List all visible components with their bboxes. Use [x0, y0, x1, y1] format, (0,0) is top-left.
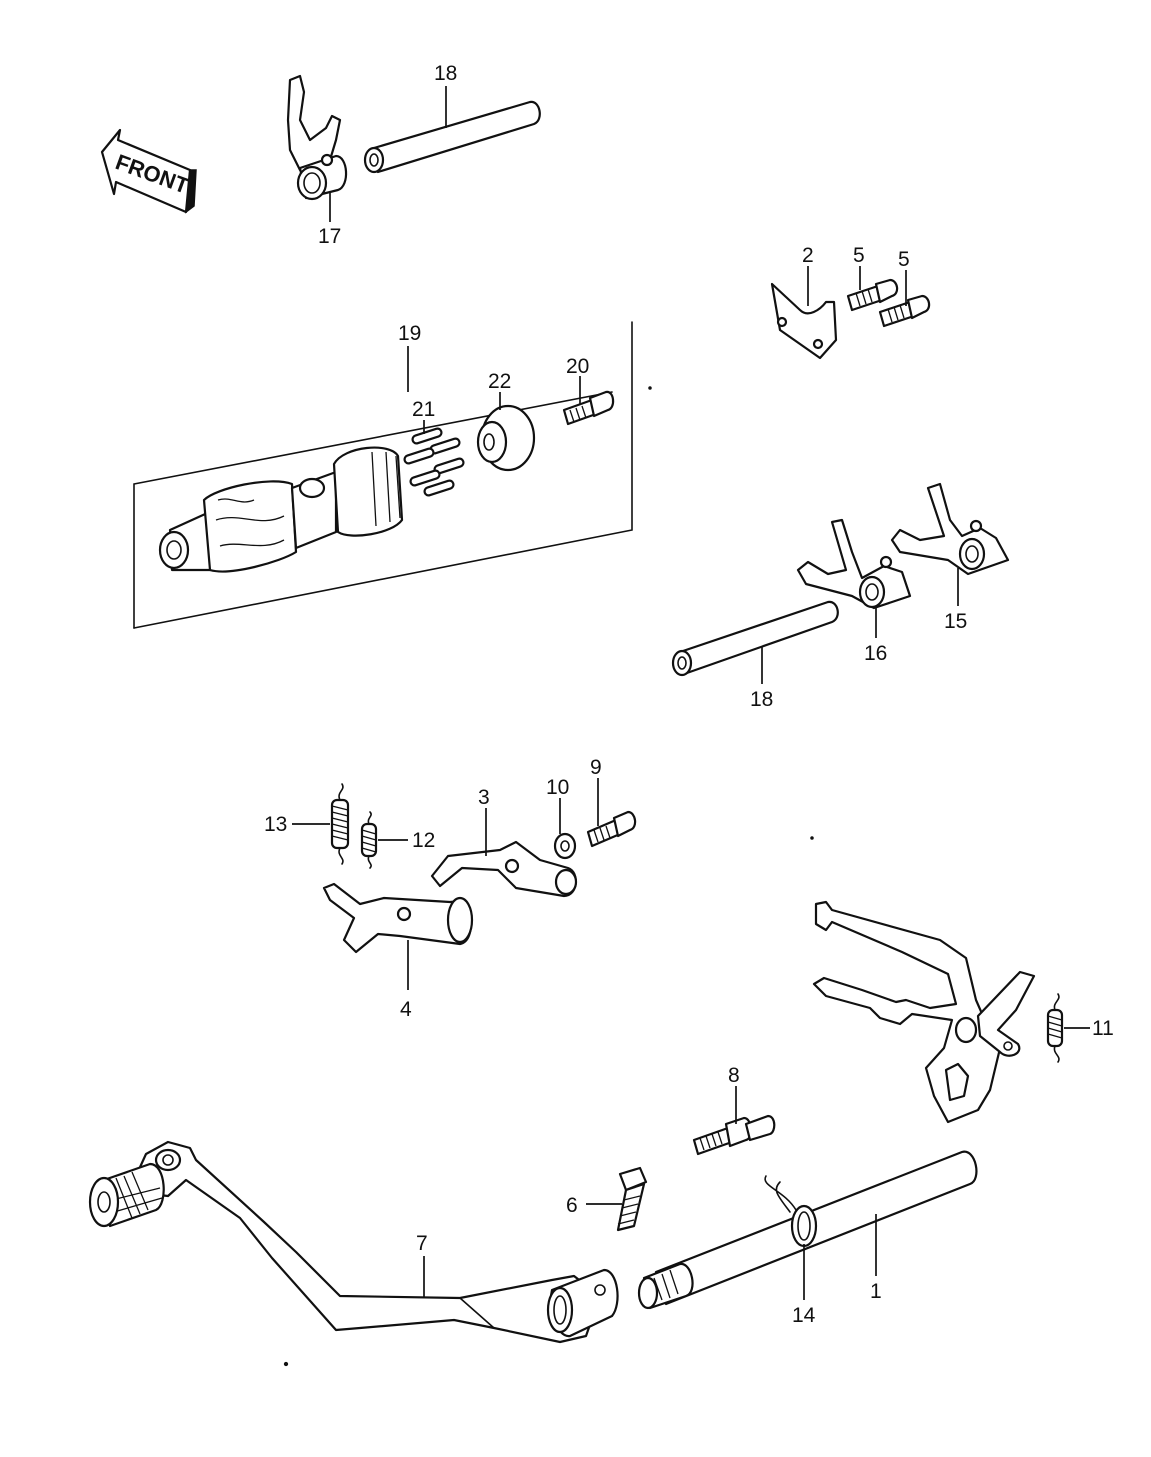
callout-9: 9	[590, 756, 602, 779]
callout-6: 6	[566, 1194, 578, 1217]
spring-part-12	[360, 811, 378, 869]
speck-2	[810, 836, 814, 840]
callout-22: 22	[488, 370, 511, 393]
callout-17: 17	[318, 225, 341, 248]
speck-3	[648, 386, 652, 390]
plate-part-2	[770, 282, 838, 360]
shift-fork-part-15	[890, 482, 1010, 576]
shift-fork-part-16	[796, 518, 912, 610]
bolt-part-9	[586, 810, 637, 848]
spring-part-13	[330, 783, 350, 865]
screw-part-5a	[846, 278, 899, 312]
shift-rod-part-18-upper	[363, 100, 541, 174]
shift-drum-assembly-frame	[133, 321, 633, 629]
callout-20: 20	[566, 355, 589, 378]
callout-13: 13	[264, 813, 287, 836]
callout-4: 4	[400, 998, 412, 1021]
callout-18-upper: 18	[434, 62, 457, 85]
shift-shaft-part-1	[637, 900, 1036, 1310]
shift-pedal-part-7	[88, 1140, 619, 1344]
washer-part-10	[553, 832, 577, 860]
front-arrow-icon: FRONT	[100, 128, 197, 214]
bolt-part-20	[562, 390, 615, 426]
callout-14: 14	[792, 1304, 816, 1327]
callout-15: 15	[944, 610, 967, 633]
arm-part-3	[430, 840, 578, 898]
shift-rod-part-18-lower	[671, 600, 839, 677]
bolt-part-6	[616, 1166, 648, 1232]
callout-10: 10	[546, 776, 569, 799]
screw-part-5b	[878, 294, 931, 328]
callout-8: 8	[728, 1064, 740, 1087]
pins-part-21	[403, 427, 465, 497]
shift-drum-part-19	[158, 446, 404, 573]
callout-7: 7	[416, 1232, 428, 1255]
speck-1	[283, 1361, 289, 1367]
spring-part-11	[1046, 993, 1064, 1063]
callout-3: 3	[478, 786, 490, 809]
shift-fork-part-17	[286, 74, 348, 201]
bolt-part-8	[692, 1114, 776, 1156]
callout-18-lower: 18	[750, 688, 773, 711]
callout-21: 21	[412, 398, 435, 421]
cam-plate-part-22	[476, 404, 536, 472]
arm-part-4	[322, 882, 474, 954]
callout-1: 1	[870, 1280, 882, 1303]
callout-19: 19	[398, 322, 421, 345]
callout-16: 16	[864, 642, 887, 665]
callout-11: 11	[1092, 1017, 1114, 1040]
callout-12: 12	[412, 829, 435, 852]
callout-2: 2	[802, 244, 814, 267]
callout-5b: 5	[898, 248, 910, 271]
callout-5a: 5	[853, 244, 865, 267]
